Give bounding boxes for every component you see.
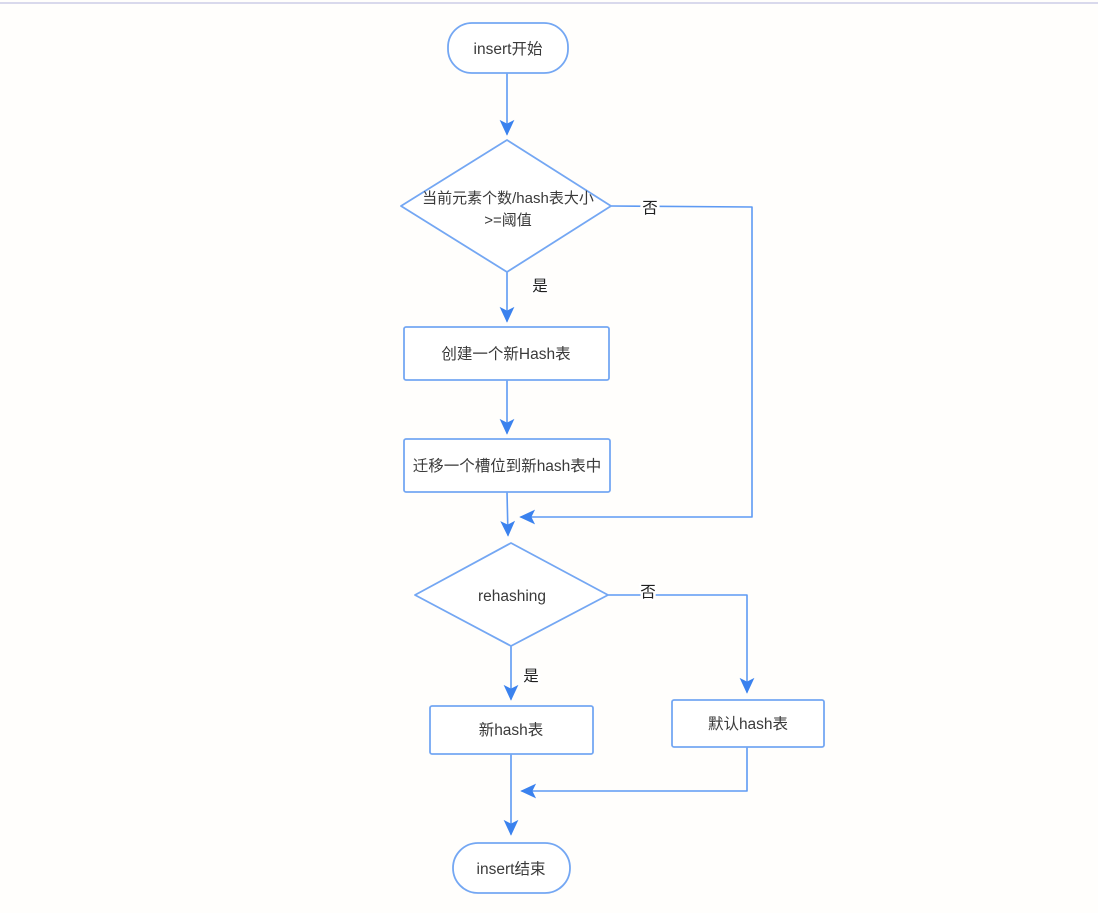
node-process-default-hash: 默认hash表 xyxy=(671,699,825,748)
top-divider xyxy=(0,2,1098,4)
create-hash-rect-shape xyxy=(403,326,610,381)
end-terminal-shape xyxy=(452,842,571,894)
node-end-label: insert结束 xyxy=(477,860,546,878)
create-hash-label: 创建一个新Hash表 xyxy=(441,345,570,363)
node-end: insert结束 xyxy=(452,842,571,894)
start-terminal-shape xyxy=(447,22,569,74)
arrow-migrate-to-rehashing xyxy=(500,491,516,537)
default-hash-label: 默认hash表 xyxy=(708,715,788,733)
load-factor-label-line2: >=阈值 xyxy=(484,212,532,229)
edge-label-load-factor-yes: 是 xyxy=(532,278,548,295)
node-start-label: insert开始 xyxy=(474,40,543,58)
rehashing-diamond-shape xyxy=(414,542,609,647)
edge-label-rehashing-no: 否 xyxy=(640,584,656,601)
node-decision-load-factor: 当前元素个数/hash表大小 >=阈值 xyxy=(400,139,612,273)
arrow-rehashing-no-to-default-hash xyxy=(607,594,755,694)
connectors xyxy=(499,72,755,836)
node-process-migrate-slot: 迁移一个槽位到新hash表中 xyxy=(403,438,611,493)
new-hash-label: 新hash表 xyxy=(479,721,544,739)
load-factor-label-line1: 当前元素个数/hash表大小 xyxy=(422,190,594,207)
node-decision-rehashing: rehashing xyxy=(414,542,609,647)
rehashing-label: rehashing xyxy=(478,588,546,605)
edge-label-load-factor-no: 否 xyxy=(642,200,658,217)
migrate-slot-rect-shape xyxy=(403,438,611,493)
node-start: insert开始 xyxy=(447,22,569,74)
default-hash-rect-shape xyxy=(671,699,825,748)
node-process-new-hash: 新hash表 xyxy=(429,705,594,755)
migrate-slot-label: 迁移一个槽位到新hash表中 xyxy=(413,457,602,475)
new-hash-rect-shape xyxy=(429,705,594,755)
node-process-create-hash: 创建一个新Hash表 xyxy=(403,326,610,381)
load-factor-diamond-shape xyxy=(400,139,612,273)
arrow-default-hash-merge xyxy=(520,746,748,799)
edge-labels: 否 是 否 是 xyxy=(521,198,661,688)
arrow-load-factor-no-bypass xyxy=(519,205,753,525)
edge-label-rehashing-yes: 是 xyxy=(523,668,539,685)
